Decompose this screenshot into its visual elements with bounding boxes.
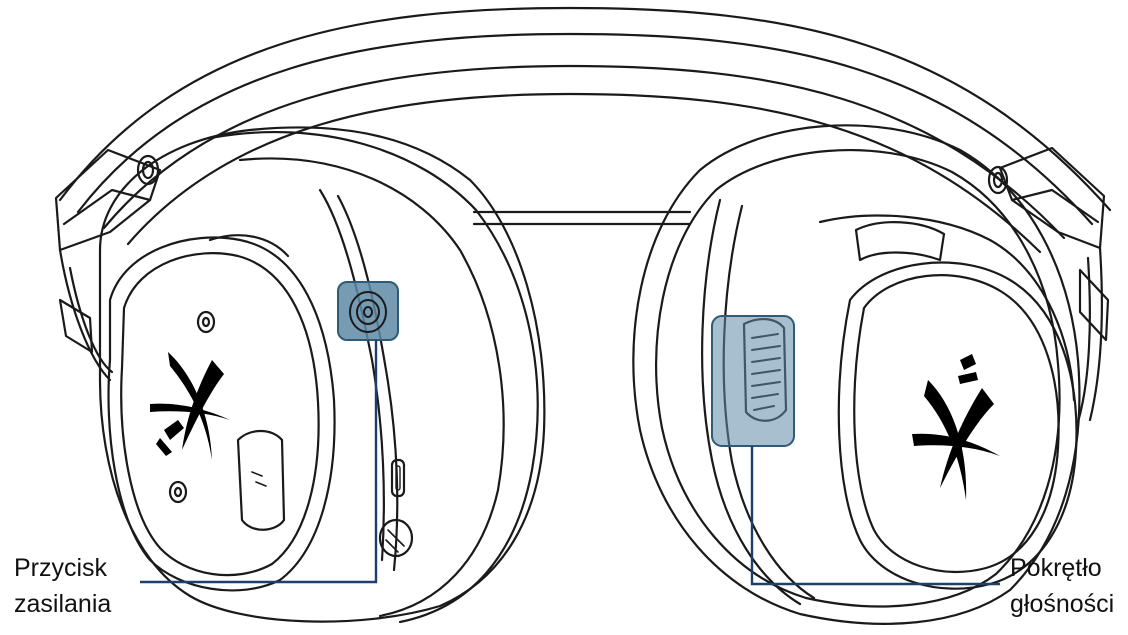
- power-leader-line: [140, 340, 378, 584]
- power-button-highlight: [337, 281, 399, 341]
- right-earcup: [632, 124, 1081, 625]
- leader-lines: [140, 340, 1000, 586]
- volume-wheel-label-line1: Pokrętło: [1010, 554, 1102, 582]
- hyperx-logo: [912, 354, 1000, 500]
- right-yoke: [1076, 246, 1110, 424]
- power-button-label-line1: Przycisk: [14, 554, 108, 582]
- headband: [54, 6, 1112, 254]
- power-button-icon: [349, 291, 387, 333]
- mic-mute-button-icon: [236, 429, 286, 531]
- hyperx-logo: [150, 352, 230, 460]
- usb-port-icon: [390, 458, 406, 498]
- power-button-label-line2: zasilania: [14, 590, 112, 618]
- volume-wheel-label-line2: głośności: [1010, 590, 1115, 618]
- mic-jack-icon: [378, 518, 414, 558]
- power-button-label: Przycisk zasilania: [14, 550, 111, 622]
- volume-wheel-highlight: [711, 315, 795, 447]
- volume-wheel-label: Pokrętło głośności: [1010, 550, 1114, 622]
- left-yoke: [58, 248, 114, 382]
- left-earcup: [98, 126, 546, 624]
- volume-leader-line: [750, 446, 1000, 586]
